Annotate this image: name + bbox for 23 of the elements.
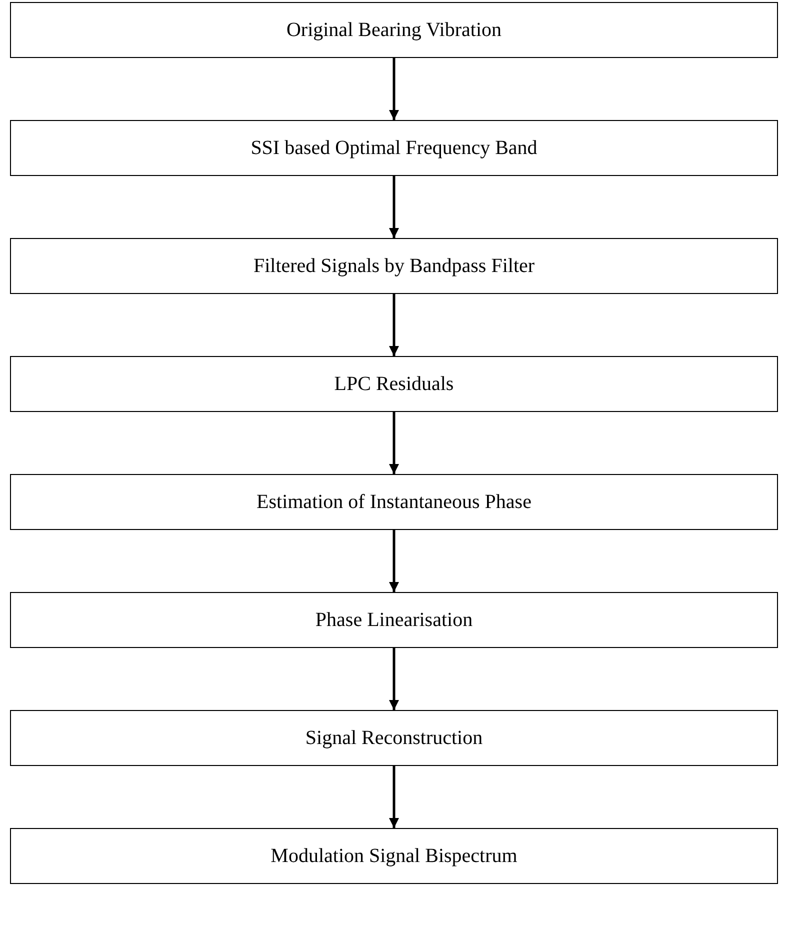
process-box	[10, 710, 778, 766]
process-box	[10, 356, 778, 412]
process-box	[10, 592, 778, 648]
arrow	[389, 294, 399, 356]
step-label: SSI based Optimal Frequency Band	[250, 136, 538, 160]
process-box	[10, 120, 778, 176]
arrow	[389, 530, 399, 592]
process-box	[10, 238, 778, 294]
step-label: LPC Residuals	[334, 372, 454, 396]
arrow	[389, 412, 399, 474]
process-box	[10, 474, 778, 530]
step-label: Modulation Signal Bispectrum	[270, 844, 518, 868]
step-label: Original Bearing Vibration	[286, 18, 502, 42]
process-box	[10, 828, 778, 884]
arrow	[389, 766, 399, 828]
arrow	[389, 648, 399, 710]
arrow	[389, 176, 399, 238]
step-label: Phase Linearisation	[315, 608, 473, 632]
step-label: Signal Reconstruction	[305, 726, 483, 750]
process-box	[10, 2, 778, 58]
step-label: Estimation of Instantaneous Phase	[256, 490, 532, 514]
step-label: Filtered Signals by Bandpass Filter	[253, 254, 535, 278]
arrow	[389, 58, 399, 120]
